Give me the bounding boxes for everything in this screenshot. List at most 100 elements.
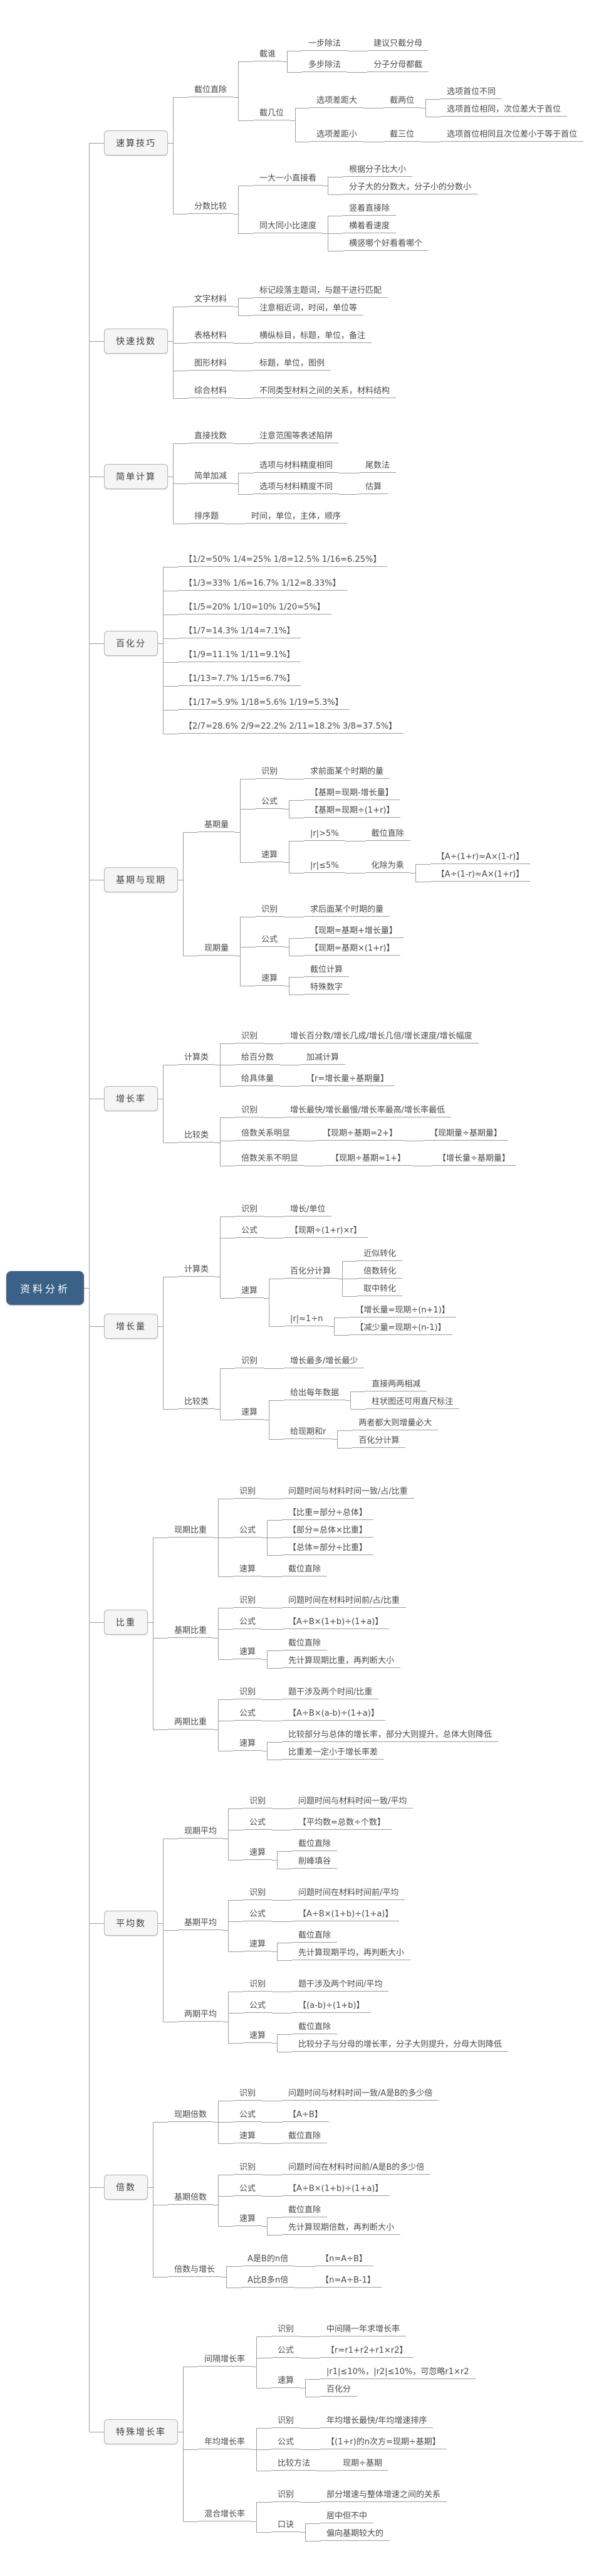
mindmap-node[interactable]: 识别 [271,2414,301,2428]
mindmap-node[interactable]: 比较部分与总体的增长率，部分大则提升，总体大则降低 [282,1728,499,1742]
mindmap-node[interactable]: 选项差距大 [310,94,364,108]
mindmap-node[interactable]: 【1/17=5.9% 1/18=5.6% 1/19=5.3%】 [178,696,350,710]
mindmap-node[interactable]: 居中但不中 [320,2510,374,2523]
mindmap-node[interactable]: 【n=A÷B-1】 [315,2274,382,2288]
mindmap-node[interactable]: 横纵标目，标题，单位，备注 [253,329,372,343]
mindmap-branch-node[interactable]: 快速找数 [104,329,169,354]
mindmap-node[interactable]: 比较方法 [271,2457,317,2471]
mindmap-node[interactable]: 识别 [235,1104,264,1117]
mindmap-node[interactable]: 口诀 [271,2518,301,2532]
mindmap-node[interactable]: 尾数法 [359,459,397,473]
mindmap-node[interactable]: 题干涉及两个时间/平均 [292,1978,389,1992]
mindmap-node[interactable]: |r|>5% [304,827,345,841]
mindmap-node[interactable]: 倍数关系明显 [235,1127,297,1141]
mindmap-node[interactable]: 【A÷B×(1+b)÷(1+a)】 [282,2182,390,2196]
mindmap-node[interactable]: 比较类 [178,1395,216,1409]
mindmap-branch-node[interactable]: 增长率 [104,1086,159,1111]
mindmap-node[interactable]: 同大同小比速度 [253,219,323,233]
mindmap-node[interactable]: 【现期量÷基期量】 [424,1127,508,1141]
mindmap-node[interactable]: 时间，单位，主体，顺序 [245,510,348,524]
mindmap-node[interactable]: 【A÷B×(a-b)÷(1+a)】 [282,1707,385,1721]
mindmap-node[interactable]: 现期量 [198,942,236,956]
mindmap-node[interactable]: 识别 [243,1886,273,1900]
mindmap-node[interactable]: 中间隔一年求增长率 [320,2323,407,2336]
mindmap-branch-node[interactable]: 百化分 [104,631,159,656]
mindmap-node[interactable]: 先计算现期倍数，再判断大小 [282,2221,401,2235]
mindmap-node[interactable]: 【(1+r)的n次方=现期÷基期】 [320,2436,447,2449]
mindmap-node[interactable]: 截位直除 [282,1637,328,1650]
mindmap-node[interactable]: 给出每年数据 [284,1386,346,1400]
mindmap-node[interactable]: 图形材料 [188,357,234,371]
mindmap-node[interactable]: 【比重=部分÷总体】 [282,1506,373,1520]
mindmap-node[interactable]: 问题时间与材料时间一致/平均 [292,1795,414,1808]
mindmap-node[interactable]: 识别 [233,2161,263,2175]
mindmap-node[interactable]: 文字材料 [188,293,234,307]
mindmap-branch-node[interactable]: 速算技巧 [104,130,169,156]
mindmap-node[interactable]: 公式 [233,1524,263,1538]
mindmap-branch-node[interactable]: 特殊增长率 [104,2419,179,2444]
mindmap-node[interactable]: 基期比重 [168,1624,214,1638]
mindmap-node[interactable]: 截位计算 [304,963,350,977]
mindmap-node[interactable]: 问题时间与材料时间一致/占/比重 [282,1485,414,1499]
mindmap-node[interactable]: 识别 [233,1485,263,1499]
mindmap-node[interactable]: 截位直除 [292,1837,338,1851]
mindmap-node[interactable]: 公式 [271,2436,301,2449]
mindmap-node[interactable]: 问题时间在材料时间前/A是B的多少倍 [282,2161,431,2175]
mindmap-node[interactable]: 建议只截分母 [367,37,429,51]
mindmap-node[interactable]: 截位直除 [282,1563,328,1576]
mindmap-node[interactable]: 一步除法 [302,37,348,51]
mindmap-node[interactable]: 识别 [243,1978,273,1992]
mindmap-node[interactable]: 现期比重 [168,1524,214,1538]
mindmap-node[interactable]: |r|≈1÷n [284,1312,330,1326]
mindmap-branch-node[interactable]: 比重 [104,1610,148,1635]
mindmap-node[interactable]: 【r=增长量÷基期量】 [300,1072,395,1086]
mindmap-node[interactable]: 一大一小直接看 [253,172,323,186]
mindmap-node[interactable]: 两期比重 [168,1716,214,1729]
mindmap-node[interactable]: 【现期÷基期=1+】 [325,1152,412,1166]
mindmap-node[interactable]: 截谁 [253,48,283,61]
mindmap-node[interactable]: 【(a-b)÷(1+b)】 [292,1999,371,2013]
mindmap-node[interactable]: 识别 [233,2087,263,2101]
mindmap-node[interactable]: 公式 [255,795,284,809]
mindmap-node[interactable]: 速算 [243,1846,273,1860]
mindmap-node[interactable]: 削峰填谷 [292,1855,338,1869]
mindmap-node[interactable]: 选项首位相同且次位差小于等于首位 [440,128,584,142]
mindmap-root-node[interactable]: 资料分析 [6,1271,85,1305]
mindmap-node[interactable]: 速算 [233,1563,263,1576]
mindmap-node[interactable]: 截三位 [383,128,421,142]
mindmap-node[interactable]: 【现期÷基期=2+】 [316,1127,404,1141]
mindmap-node[interactable]: A比B多n倍 [241,2274,295,2288]
mindmap-node[interactable]: 截两位 [383,94,421,108]
mindmap-node[interactable]: 速算 [233,1737,263,1751]
mindmap-node[interactable]: 【1/5=20% 1/10=10% 1/20=5%】 [178,601,331,615]
mindmap-node[interactable]: 识别 [235,1030,264,1043]
mindmap-node[interactable]: 现期÷基期 [336,2457,388,2471]
mindmap-node[interactable]: 增长百分数/增长几成/增长几倍/增长速度/增长幅度 [284,1030,479,1043]
mindmap-node[interactable]: 基期平均 [178,1916,224,1930]
mindmap-branch-node[interactable]: 平均数 [104,1911,159,1936]
mindmap-node[interactable]: 多步除法 [302,58,348,72]
mindmap-node[interactable]: 标记段落主题词，与题干进行匹配 [253,284,388,298]
mindmap-node[interactable]: 求后面某个时期的量 [304,903,390,917]
mindmap-node[interactable]: 近似转化 [357,1247,403,1261]
mindmap-node[interactable]: 倍数转化 [357,1265,403,1279]
mindmap-node[interactable]: 【2/7=28.6% 2/9=22.2% 2/11=18.2% 3/8=37.5… [178,720,404,734]
mindmap-node[interactable]: 增长最快/增长最慢/增长率最高/增长率最低 [284,1104,452,1117]
mindmap-node[interactable]: 识别 [235,1354,264,1368]
mindmap-node[interactable]: 竖着直接除 [343,202,397,216]
mindmap-node[interactable]: 截几位 [253,107,291,120]
mindmap-node[interactable]: 比较分子与分母的增长率，分子大则提升，分母大则降低 [292,2038,509,2052]
mindmap-node[interactable]: 速算 [233,1645,263,1659]
mindmap-node[interactable]: 取中转化 [357,1282,403,1296]
mindmap-node[interactable]: 公式 [233,1615,263,1629]
mindmap-node[interactable]: 年均增长最快/年均增速排序 [320,2414,434,2428]
mindmap-node[interactable]: 两期平均 [178,2008,224,2022]
mindmap-node[interactable]: 识别 [243,1795,273,1808]
mindmap-node[interactable]: 注意相近词，时间，单位等 [253,302,364,315]
mindmap-node[interactable]: 问题时间在材料时间前/平均 [292,1886,405,1900]
mindmap-node[interactable]: 公式 [233,1707,263,1721]
mindmap-node[interactable]: 间隔增长率 [198,2353,252,2367]
mindmap-node[interactable]: 速算 [243,1938,273,1951]
mindmap-node[interactable]: 识别 [271,2323,301,2336]
mindmap-node[interactable]: 截位直除 [188,83,234,97]
